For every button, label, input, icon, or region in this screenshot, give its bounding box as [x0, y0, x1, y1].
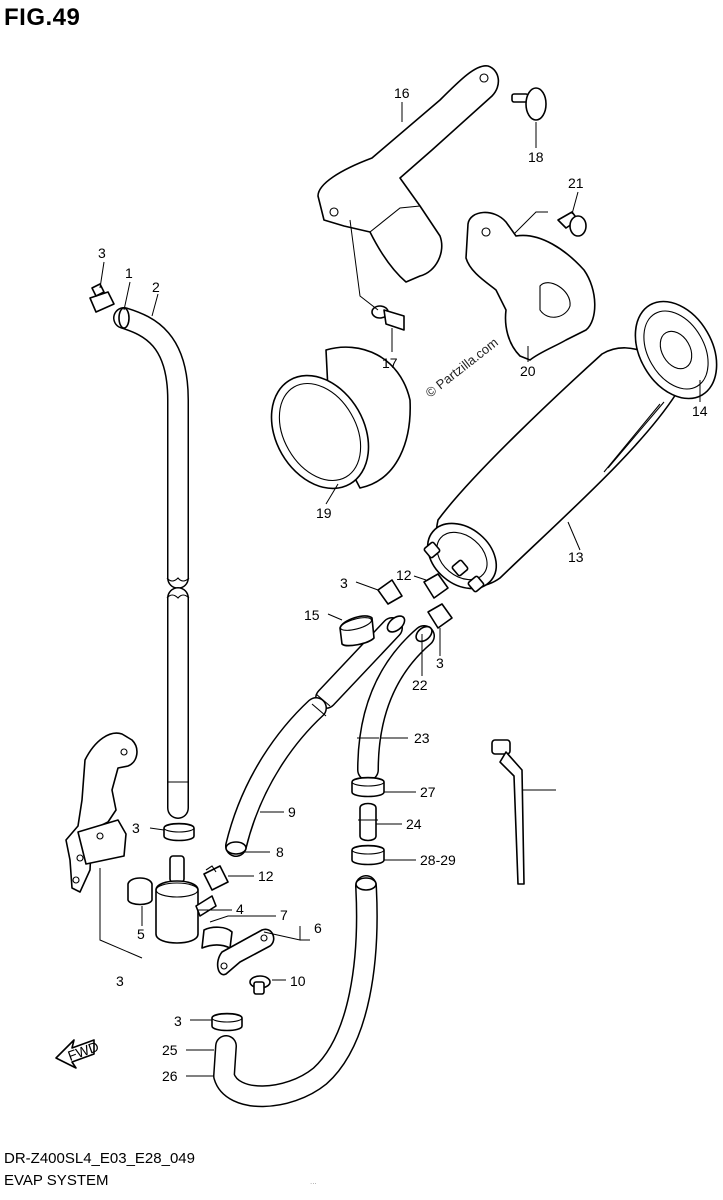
hose-clamp-27-lower: [351, 844, 385, 866]
callout-22: 22: [412, 677, 428, 693]
evap-canister-fitting-4: [155, 855, 217, 944]
figure-title: FIG.49: [4, 4, 81, 31]
callout-2: 2: [152, 279, 160, 295]
callout-7: 6: [314, 920, 322, 936]
callout-21: 21: [568, 175, 584, 191]
hose-clamp-12-upper: [423, 573, 449, 599]
callout-16: 16: [394, 85, 410, 101]
hose-clamp-3-bottom: [211, 1012, 243, 1032]
fwd-label: FWD: [66, 1038, 101, 1064]
cap-15: [339, 615, 375, 647]
callout-24: 24: [406, 816, 422, 832]
callout-1: 1: [125, 265, 133, 281]
callout-18: 18: [528, 149, 544, 165]
callout-27-upper: 27: [420, 784, 436, 800]
callout-19: 19: [316, 505, 332, 521]
hose-25-26: [213, 875, 378, 1108]
leader-lines: [99, 102, 701, 1077]
callout-8: 7: [280, 907, 288, 923]
clamp-bracket-7: [216, 928, 275, 976]
hose-22-23: [357, 625, 435, 781]
system-name: EVAP SYSTEM: [4, 1172, 109, 1189]
callout-13: 13: [568, 549, 584, 565]
callout-3-top: 3: [98, 245, 106, 261]
rubber-strip-8: [201, 926, 233, 949]
callout-20: 20: [520, 363, 536, 379]
hose-clamp-3-top: [89, 283, 115, 313]
canister-bracket-20: [465, 211, 596, 361]
hose-clamp-3-center-right: [427, 603, 453, 629]
hose-clamp-3-center-left: [377, 579, 403, 605]
canister-cover-19: [270, 346, 411, 490]
callout-4: 4: [236, 901, 244, 917]
joint-pipe-24: [358, 802, 378, 842]
callout-3-bottom: 3: [174, 1013, 182, 1029]
rubber-cushion-6: [127, 877, 153, 906]
callout-10: 8: [276, 844, 284, 860]
cable-tie-28-29: [491, 739, 525, 885]
callout-12-upper: 12: [396, 567, 412, 583]
hose-clamp-27-upper: [351, 776, 385, 798]
bolt-18: [511, 87, 547, 121]
bolt-17: [371, 305, 405, 331]
model-code: DR-Z400SL4_E03_E28_049: [4, 1150, 195, 1167]
callout-17: 17: [382, 355, 398, 371]
watermark: © Partzilla.com: [423, 335, 501, 401]
bolt-9: [249, 975, 271, 995]
callout-11: 9: [288, 804, 296, 820]
forward-direction-arrow: FWD: [55, 1038, 101, 1069]
hose-1-2: [113, 307, 190, 819]
callout-25: 25: [162, 1042, 178, 1058]
callout-3-lower-left: 3: [132, 820, 140, 836]
canister-bracket-16: [317, 65, 500, 283]
bolt-21: [557, 211, 587, 237]
callout-14: 14: [692, 403, 708, 419]
callout-26: 26: [162, 1068, 178, 1084]
callout-27-lower: 28-29: [420, 852, 456, 868]
hose-10-11: [225, 615, 406, 857]
callout-5: 3: [116, 973, 124, 989]
callout-3-center-right: 3: [436, 655, 444, 671]
faint-footer-text: ...: [310, 1177, 317, 1186]
callout-12-lower: 12: [258, 868, 274, 884]
callout-6: 5: [137, 926, 145, 942]
callout-15: 15: [304, 607, 320, 623]
hose-clamp-12-lower: [203, 865, 229, 891]
callout-3-center-left: 3: [340, 575, 348, 591]
bracket-5: [65, 732, 138, 893]
callout-23: 23: [414, 730, 430, 746]
canister-end-cap-14: [634, 300, 718, 400]
hose-clamp-3-lower-left: [163, 822, 195, 842]
evap-canister-13: [423, 347, 677, 593]
callout-9: 10: [290, 973, 306, 989]
